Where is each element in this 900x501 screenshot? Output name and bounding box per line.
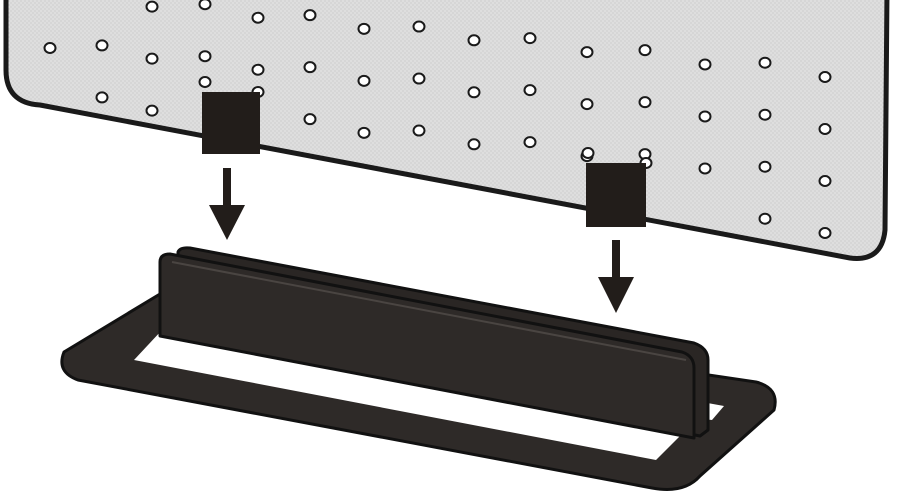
down-arrow-icon	[209, 168, 245, 240]
down-arrow-icon	[598, 240, 634, 313]
peg-hole	[145, 52, 159, 65]
peg-hole	[303, 61, 317, 74]
peg-hole	[95, 91, 109, 104]
stand-slot-wall	[158, 246, 710, 440]
peg-hole	[357, 74, 371, 87]
peg-hole	[818, 226, 832, 239]
peg-hole	[523, 84, 537, 97]
peg-holes	[43, 0, 832, 239]
peg-hole	[198, 76, 212, 88]
peg-hole	[43, 42, 57, 54]
peg-hole	[758, 212, 772, 225]
peg-hole	[758, 160, 772, 173]
peg-hole	[818, 70, 832, 83]
stand-slot-opening	[134, 330, 688, 460]
peg-hole	[412, 124, 426, 137]
peg-hole	[698, 58, 712, 71]
peg-hole	[758, 108, 772, 121]
peg-hole	[357, 126, 371, 139]
peg-hole	[467, 34, 481, 47]
peg-hole	[638, 96, 652, 109]
peg-hole	[198, 50, 212, 63]
peg-hole	[467, 86, 481, 99]
peg-hole	[198, 0, 212, 11]
peg-hole	[818, 174, 832, 187]
peg-hole	[580, 46, 594, 59]
peg-hole	[145, 104, 159, 117]
peg-hole	[412, 72, 426, 85]
pegboard-panel	[3, 0, 890, 261]
mounting-tab-left	[202, 92, 260, 154]
peg-hole	[303, 113, 317, 126]
peg-hole	[251, 11, 265, 24]
peg-hole	[523, 136, 537, 149]
peg-hole	[698, 162, 712, 175]
mounting-tab-right	[586, 163, 646, 227]
peg-hole	[467, 138, 481, 151]
peg-hole	[638, 44, 652, 57]
peg-hole	[818, 122, 832, 135]
peg-hole	[581, 147, 595, 159]
peg-hole	[145, 0, 159, 13]
peg-hole	[580, 98, 594, 111]
peg-hole	[95, 39, 109, 52]
peg-hole	[523, 32, 537, 45]
peg-hole	[758, 56, 772, 69]
peg-hole	[251, 63, 265, 76]
peg-hole	[698, 110, 712, 123]
peg-hole	[357, 22, 371, 35]
peg-hole	[303, 9, 317, 22]
peg-hole	[412, 20, 426, 33]
